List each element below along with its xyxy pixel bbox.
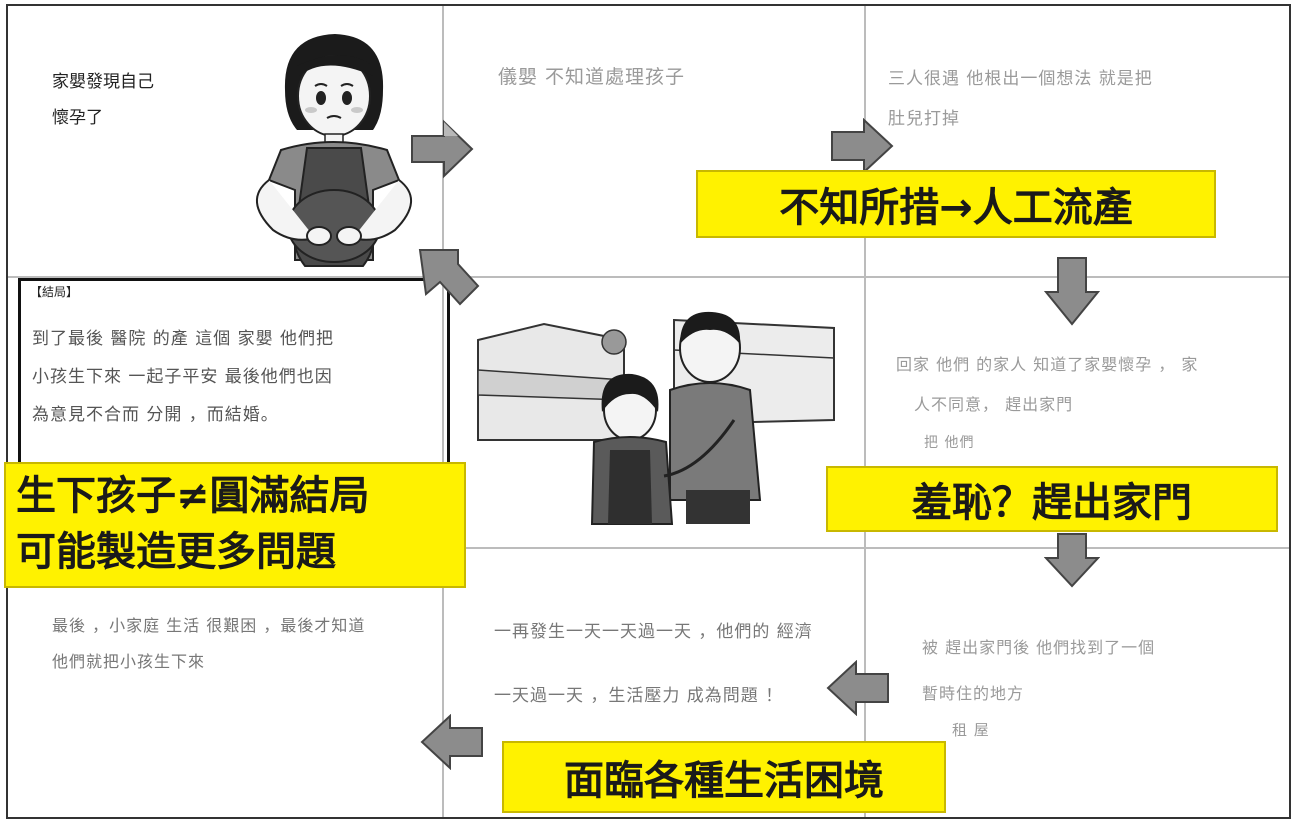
callout-hardship: 面臨各種生活困境 xyxy=(502,741,946,813)
arrow-left-icon xyxy=(826,660,889,716)
panel-center xyxy=(444,278,864,547)
handwritten-note-line-1: 被 趕出家門後 他們找到了一個 xyxy=(922,638,1156,657)
ending-handwriting-line-1: 到了最後 醫院 的產 這個 家嬰 他們把 xyxy=(32,329,335,349)
handwritten-note-line-3: 租 屋 xyxy=(952,721,990,739)
handwritten-note-line-1: 最後 ，小家庭 生活 很艱困 ，最後才知道 xyxy=(52,616,366,635)
callout-shame: 羞恥？趕出家門 xyxy=(826,466,1278,532)
handwritten-note-line-2: 他們就把小孩生下來 xyxy=(52,652,206,671)
callout-ending: 生下孩子≠圓滿結局 可能製造更多問題 xyxy=(4,462,466,588)
ending-handwriting-line-3: 為意見不合而 分開 ，而結婚。 xyxy=(32,405,279,425)
panel-caption-line-1: 家嬰發現自己 xyxy=(52,72,154,92)
handwritten-note-line-2: 一天過一天 ，生活壓力 成為問題 ！ xyxy=(494,686,784,706)
handwritten-note-line-1: 回家 他們 的家人 知道了家嬰懷孕 ， 家 xyxy=(896,355,1199,374)
handwritten-note-line-1: 一再發生一天一天過一天 ，他們的 經濟 xyxy=(494,622,813,642)
callout-ending-line-1: 生下孩子≠圓滿結局 xyxy=(16,473,370,519)
handwritten-note-line-2: 人不同意， 趕出家門 xyxy=(914,395,1074,414)
arrow-down-icon xyxy=(1044,257,1100,326)
arrow-right-icon xyxy=(831,118,894,174)
panel-middle-right: 回家 他們 的家人 知道了家嬰懷孕 ， 家 人不同意， 趕出家門 把 他們 xyxy=(866,278,1289,547)
panel-bottom-left: 最後 ，小家庭 生活 很艱困 ，最後才知道 他們就把小孩生下來 xyxy=(8,549,442,817)
callout-ending-line-2: 可能製造更多問題 xyxy=(16,529,336,575)
grid-divider-horizontal-2 xyxy=(8,547,1289,549)
panel-bottom-middle: 一再發生一天一天過一天 ，他們的 經濟 一天過一天 ，生活壓力 成為問題 ！ xyxy=(444,549,864,817)
pregnant-girl-illustration xyxy=(255,34,413,267)
grid-divider-vertical-2 xyxy=(864,6,866,817)
panel-caption-line-2: 懷孕了 xyxy=(52,108,103,128)
handwritten-note-line-2: 肚兒打掉 xyxy=(888,109,960,129)
arrow-up-right-icon xyxy=(418,249,480,306)
panel-bottom-right: 被 趕出家門後 他們找到了一個 暫時住的地方 租 屋 xyxy=(866,549,1289,817)
panel-top-middle: 儀嬰 不知道處理孩子 xyxy=(444,6,864,276)
arrow-down-icon xyxy=(1044,533,1100,588)
ending-handwriting-line-2: 小孩生下來 一起子平安 最後他們也因 xyxy=(32,367,333,387)
arrow-right-icon xyxy=(411,119,474,179)
handwritten-note-line-1: 三人很遇 他根出一個想法 就是把 xyxy=(888,69,1153,89)
callout-abortion: 不知所措→人工流產 xyxy=(696,170,1216,238)
panel-top-left: 家嬰發現自己 懷孕了 xyxy=(8,6,442,276)
handwritten-note-line-3: 把 他們 xyxy=(924,435,975,451)
grid-divider-horizontal-1 xyxy=(8,276,1289,278)
handwritten-note-line-2: 暫時住的地方 xyxy=(922,684,1025,703)
grid-divider-vertical-1 xyxy=(442,6,444,817)
panel-top-right: 三人很遇 他根出一個想法 就是把 肚兒打掉 xyxy=(866,6,1289,276)
storyboard-frame xyxy=(6,4,1291,819)
panel-middle-left: 【結局】 到了最後 醫院 的產 這個 家嬰 他們把 小孩生下來 一起子平安 最後… xyxy=(8,278,450,547)
couple-illustration xyxy=(477,311,835,525)
ending-tag: 【結局】 xyxy=(30,285,79,299)
arrow-left-icon xyxy=(420,714,483,770)
handwritten-note: 儀嬰 不知道處理孩子 xyxy=(498,66,686,88)
